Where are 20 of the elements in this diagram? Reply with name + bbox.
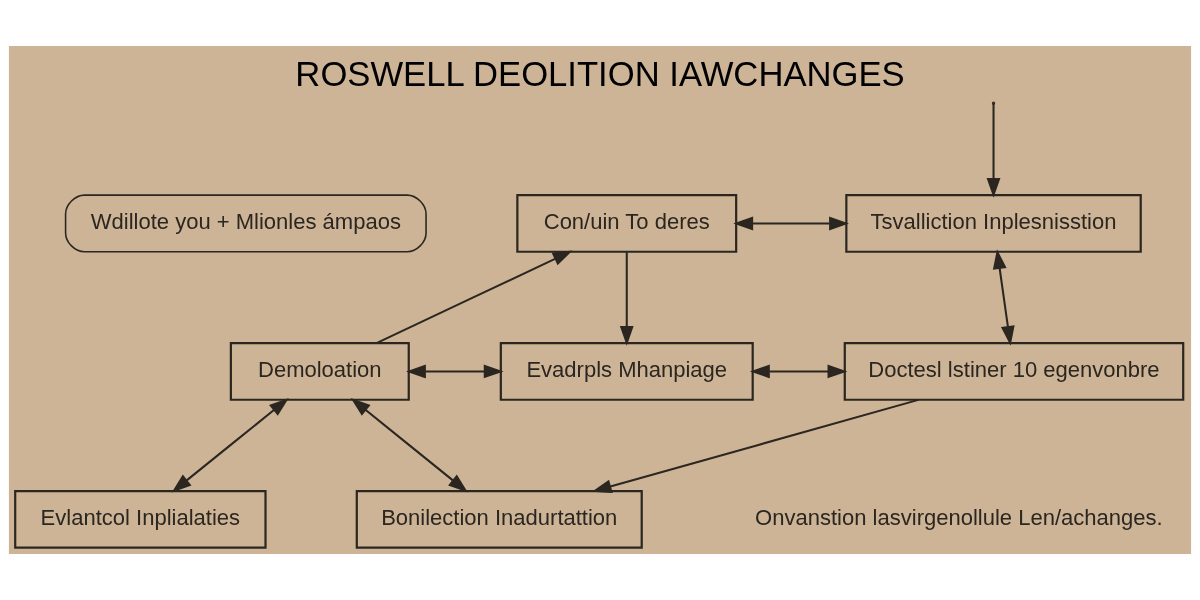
label: Onvanstion lasvirgenollule Len/achanges.: [755, 505, 1163, 531]
node-box: Doctesl lstiner 10 egenvonbre: [843, 341, 1185, 401]
arrow: [591, 398, 919, 494]
node-box: Evlantcol Inplialaties: [14, 489, 267, 549]
node-box: Bonilection Inadurtattion: [355, 489, 643, 549]
node-box: Tsvalliction Inplesnisstion: [845, 194, 1142, 253]
node-box: Evadrpls Mhanpiage: [499, 341, 754, 401]
arrow: [406, 364, 504, 379]
arrow: [619, 252, 634, 346]
arrow: [733, 216, 849, 231]
diagram-title: ROSWELL DEOLITION IAWCHANGES: [295, 55, 905, 94]
arrow: [171, 397, 289, 493]
arrow: [376, 250, 573, 344]
arrow: [992, 249, 1015, 346]
arrow: [350, 397, 468, 493]
node-box: Con/uin To deres: [516, 194, 738, 253]
node-box: Demoloation: [229, 341, 410, 401]
arrow: [986, 103, 1001, 198]
arrow: [749, 364, 848, 379]
node-box: Wdillote you + Mlionles ámpaos: [64, 194, 427, 253]
